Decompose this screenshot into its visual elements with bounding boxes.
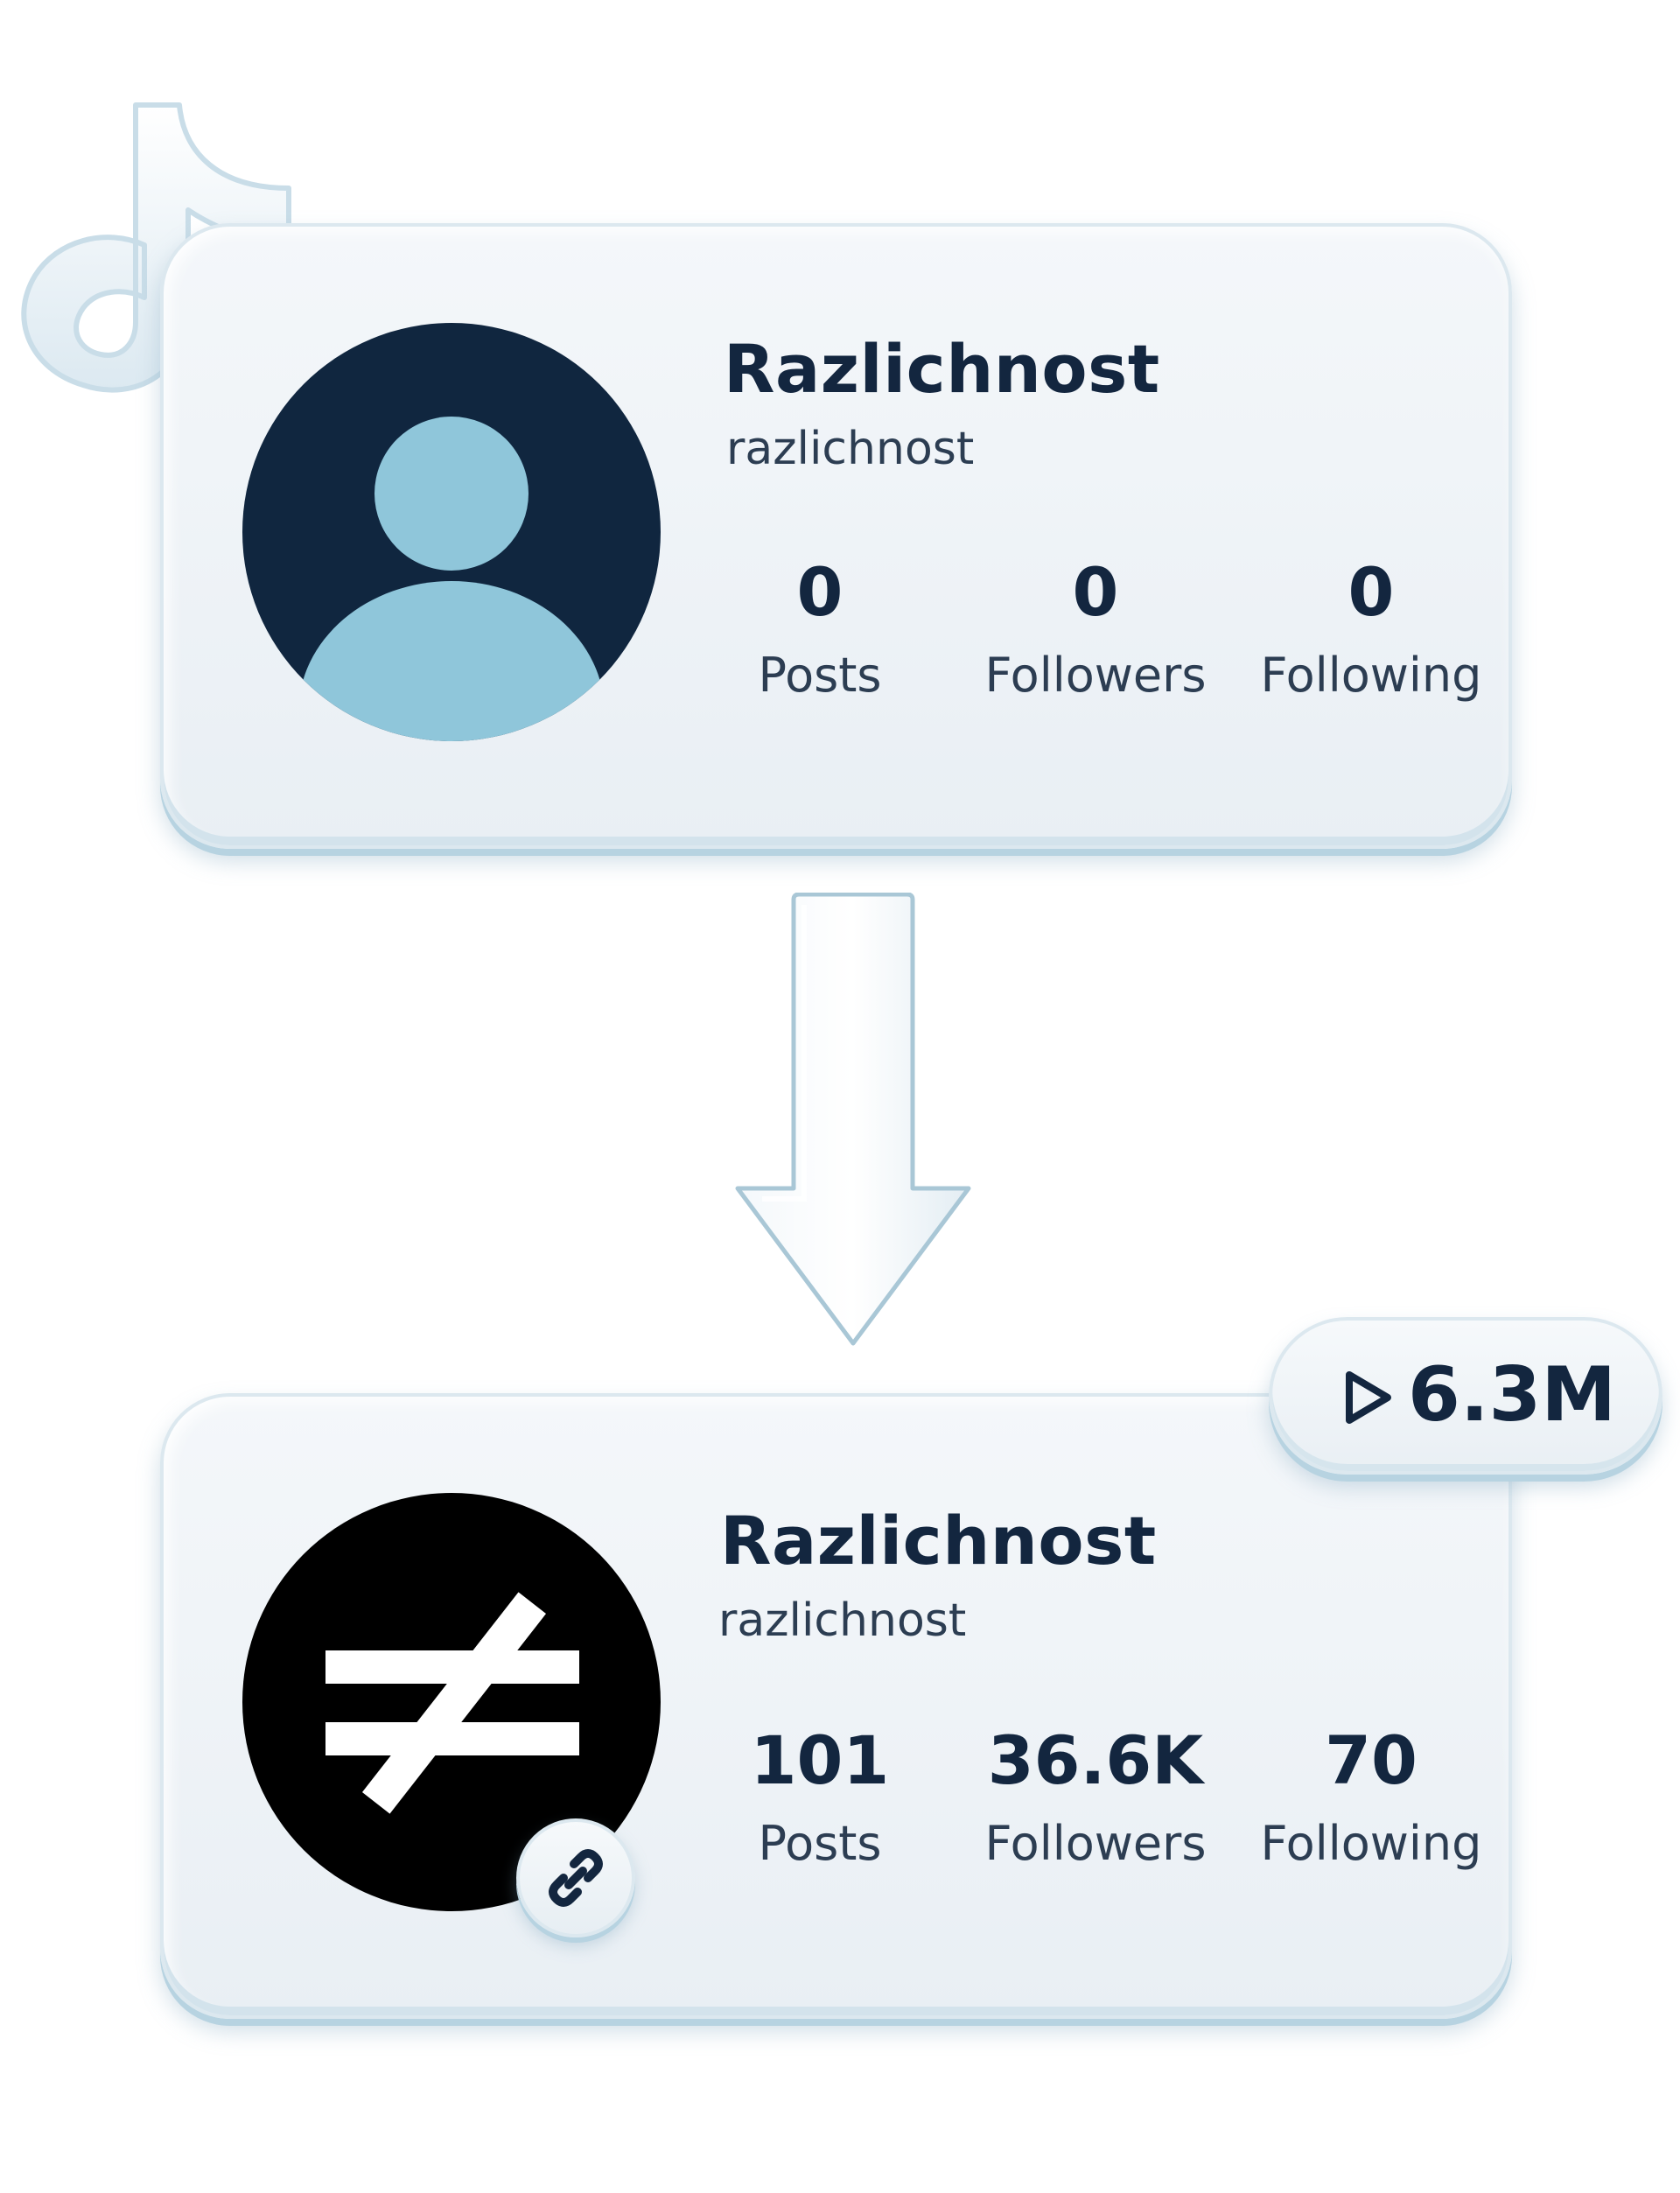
- stat-value: 0: [1348, 553, 1395, 631]
- stat-label: Posts: [758, 1816, 882, 1871]
- profile-name: Razlichnost: [724, 330, 1160, 408]
- profile-card-before: Razlichnost razlichnost 0 Posts 0 Follow…: [160, 223, 1512, 849]
- views-count: 6.3M: [1408, 1351, 1616, 1439]
- stat-posts: 101 Posts: [706, 1727, 934, 1867]
- profile-name: Razlichnost: [720, 1502, 1157, 1580]
- stat-following: 0 Following: [1227, 559, 1516, 699]
- arrow-down-icon: [735, 893, 971, 1346]
- stat-value: 36.6K: [987, 1721, 1204, 1799]
- stat-label: Posts: [758, 648, 882, 703]
- stat-value: 101: [750, 1721, 890, 1799]
- stat-label: Following: [1260, 1816, 1482, 1871]
- default-user-avatar: [242, 323, 661, 741]
- views-badge: 6.3M: [1269, 1317, 1662, 1475]
- link-badge[interactable]: [516, 1818, 635, 1937]
- stat-followers: 36.6K Followers: [951, 1727, 1240, 1867]
- stat-label: Followers: [984, 1816, 1207, 1871]
- stat-following: 70 Following: [1227, 1727, 1516, 1867]
- stat-followers: 0 Followers: [951, 559, 1240, 699]
- play-icon: [1346, 1371, 1391, 1424]
- stat-value: 0: [1072, 553, 1119, 631]
- stat-label: Followers: [984, 648, 1207, 703]
- profile-handle: razlichnost: [718, 1594, 967, 1647]
- link-icon: [549, 1849, 603, 1907]
- stat-value: 0: [796, 553, 844, 631]
- profile-card-after: Razlichnost razlichnost 101 Posts 36.6K …: [160, 1393, 1512, 2019]
- profile-handle: razlichnost: [726, 423, 975, 475]
- not-equal-icon: [326, 1592, 579, 1814]
- stat-value: 70: [1325, 1721, 1418, 1799]
- stat-posts: 0 Posts: [706, 559, 934, 699]
- stat-label: Following: [1260, 648, 1482, 703]
- default-user-icon: [298, 417, 605, 741]
